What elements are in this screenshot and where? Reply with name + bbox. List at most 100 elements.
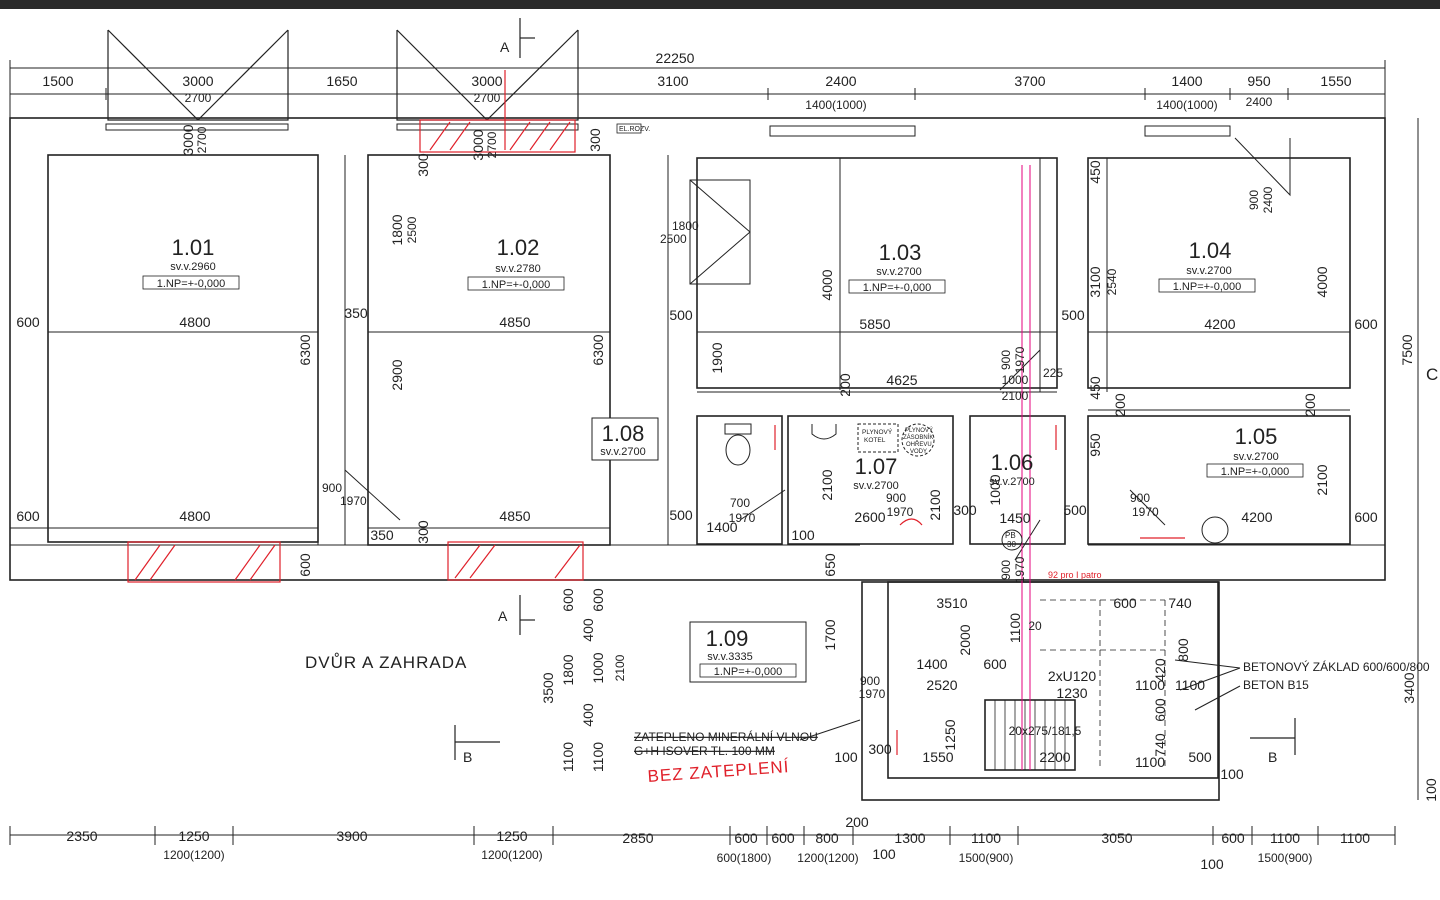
top-dim-2: 3000 (182, 73, 213, 89)
dim-text: 2500 (405, 216, 419, 243)
bottom-dimension-line (9, 826, 1396, 845)
dim-text: 4200 (1241, 509, 1272, 525)
dim-text: 1970 (859, 687, 886, 701)
bottom-dim-10: 1100 (971, 830, 1001, 846)
outer-walls (9, 117, 1386, 581)
dim-text: 900 (999, 560, 1013, 580)
dim-text: 500 (1061, 307, 1085, 323)
bottom-dim-6: 600 (734, 830, 758, 846)
annex-walls (861, 581, 1220, 801)
dim-text: 500 (669, 507, 693, 523)
dim-text: 2700 (485, 131, 499, 158)
dim-text: 600 (297, 553, 313, 577)
dim-text: 4800 (179, 314, 210, 330)
dim-text: 2520 (926, 677, 957, 693)
bottom-dim-13: 1100 (1270, 830, 1300, 846)
dim-text: 600 (16, 508, 40, 524)
dim-text: 1970 (1013, 556, 1027, 583)
dim-text: 900 (860, 674, 880, 688)
dim-text: 4000 (819, 269, 835, 300)
toilet-fixture (724, 423, 1229, 544)
bottom-dim-12: 600 (1221, 830, 1245, 846)
top-subdim-1: 2700 (185, 91, 212, 105)
bottom-dim-1: 2350 (66, 828, 97, 844)
section-markers (454, 18, 1296, 760)
window-top-bar (0, 0, 1440, 9)
dim-text: 300 (587, 128, 603, 152)
bottom-subdim-5: 1500(900) (959, 851, 1014, 865)
dim-text: 100 (1220, 766, 1244, 782)
pb-number: 30 (1007, 540, 1016, 549)
room-number: 1.01 (172, 235, 215, 260)
dim-text: 1100 (590, 742, 606, 772)
room-height: sv.v.2700 (600, 446, 645, 458)
dim-text: 900 (322, 481, 342, 495)
dim-text: 600 (1152, 698, 1168, 722)
bottom-subdim-1: 1200(1200) (163, 848, 224, 862)
dim-text: 4000 (1314, 266, 1330, 297)
overall-width-label: 22250 (656, 50, 695, 66)
concrete-b15-note: BETON B15 (1243, 678, 1309, 692)
room-level: 1.NP=+-0,000 (714, 666, 783, 678)
dim-text: 2000 (957, 624, 973, 655)
room-number: 1.04 (1189, 238, 1232, 263)
top-subdim-4: 1400(1000) (1156, 98, 1217, 112)
dim-text: 600 (1354, 509, 1378, 525)
dim-text: 2400 (1261, 186, 1275, 213)
room-1-05: 1.05 sv.v.2700 1.NP=+-0,000 (1206, 424, 1304, 478)
dim-text: 450 (1087, 160, 1103, 184)
dim-text: 1000 (590, 652, 606, 683)
dim-text: 350 (344, 305, 368, 321)
dim-text: 1250 (942, 719, 958, 750)
dim-text: 5850 (859, 316, 890, 332)
dim-text: 300 (415, 520, 431, 544)
dim-text: 1100 (1135, 677, 1165, 693)
top-dim-1: 1500 (42, 73, 73, 89)
gas-boiler-label-1: PLYNOVÝ (862, 427, 893, 436)
section-a-bottom: A (498, 608, 508, 624)
dim-text: 1970 (1132, 505, 1159, 519)
bottom-subdim-2: 1200(1200) (481, 848, 542, 862)
bottom-dim-9: 1300 (894, 830, 925, 846)
dim-text: 1100 (1135, 754, 1165, 770)
dim-text: 2xU120 (1048, 668, 1096, 684)
top-dim-7: 3700 (1014, 73, 1045, 89)
dim-text: 2540 (1105, 268, 1119, 295)
top-subdim-3: 1400(1000) (805, 98, 866, 112)
bottom-subdim-6: 1500(900) (1258, 851, 1313, 865)
dim-text: 1900 (709, 342, 725, 373)
dim-text: 20 (1028, 619, 1042, 633)
room-height: sv.v.2700 (989, 476, 1034, 488)
dim-text: 200 (837, 373, 853, 397)
dim-text: 600 (983, 656, 1007, 672)
dim-text: 740 (1152, 733, 1168, 757)
room-number: 1.05 (1235, 424, 1278, 449)
gate-symbols (107, 29, 579, 121)
section-c: C (1426, 365, 1439, 384)
insulation-note-1: ZATEPLENO MINERÁLNÍ VLNOU (634, 729, 818, 744)
section-a-top: A (500, 39, 510, 55)
dim-text: 3000 (470, 129, 486, 160)
dim-text: 650 (822, 553, 838, 577)
dim-text: 900 (1130, 491, 1150, 505)
dim-text: 600 (16, 314, 40, 330)
door-swings (344, 137, 1291, 561)
dim-text: 100 (834, 749, 858, 765)
top-windows (105, 123, 1231, 285)
dim-text: 350 (370, 527, 394, 543)
dim-text: 1450 (999, 510, 1030, 526)
dim-text: 1970 (729, 511, 756, 525)
overall-height-label: 7500 (1399, 334, 1415, 365)
room-1-08: 1.08 sv.v.2700 (591, 417, 659, 461)
concrete-base-note: BETONOVÝ ZÁKLAD 600/600/800 (1243, 659, 1430, 674)
dim-text: 3400 (1401, 672, 1417, 703)
room-level: 1.NP=+-0,000 (863, 282, 932, 294)
dim-text: 2200 (1039, 749, 1070, 765)
bottom-subdim-3: 600(1800) (717, 851, 772, 865)
bottom-dim-3: 3900 (336, 828, 367, 844)
bottom-extra-4: 100 (1423, 778, 1439, 802)
dim-text: 450 (1087, 376, 1103, 400)
yard-label: DVŮR A ZAHRADA (305, 653, 467, 672)
dim-text: 2100 (1002, 389, 1029, 403)
pink-guide-line (1021, 165, 1031, 770)
